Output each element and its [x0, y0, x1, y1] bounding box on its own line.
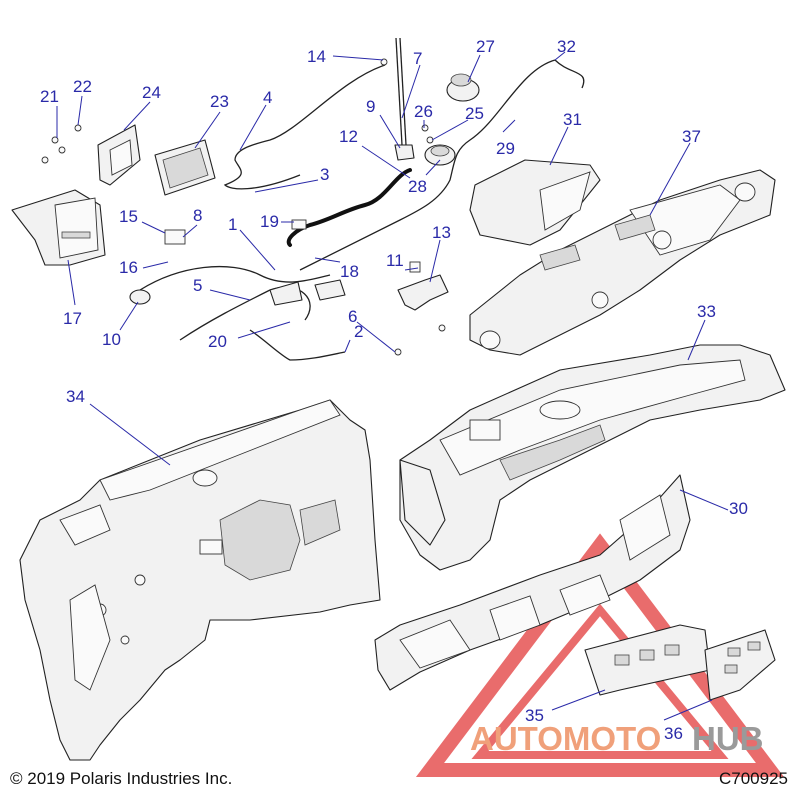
- callout-24: 24: [142, 83, 161, 102]
- callout-14: 14: [307, 47, 326, 66]
- callout-8: 8: [193, 206, 202, 225]
- copyright-text: © 2019 Polaris Industries Inc.: [10, 769, 233, 788]
- leader-lines: [56, 51, 729, 721]
- callout-36: 36: [664, 724, 683, 743]
- floor-console-part-33: [399, 344, 786, 571]
- callout-22: 22: [73, 77, 92, 96]
- callout-30: 30: [729, 499, 748, 518]
- callout-31: 31: [563, 110, 582, 129]
- callout-labels: 1 2 3 4 5 6 7 8 9 10 11 12 13 14 15 16 1…: [40, 37, 748, 743]
- gps-puck-part-28: [424, 144, 456, 166]
- callout-20: 20: [208, 332, 227, 351]
- callout-28: 28: [408, 177, 427, 196]
- diagram-id: C700925: [718, 769, 788, 788]
- callout-25: 25: [465, 104, 484, 123]
- callout-27: 27: [476, 37, 495, 56]
- callout-15: 15: [119, 207, 138, 226]
- callout-23: 23: [210, 92, 229, 111]
- watermark-suffix: HUB: [692, 720, 764, 757]
- callout-18: 18: [340, 262, 359, 281]
- callout-12: 12: [339, 127, 358, 146]
- bracket-part-24: [97, 124, 141, 186]
- callout-34: 34: [66, 387, 85, 406]
- callout-9: 9: [366, 97, 375, 116]
- callout-5: 5: [193, 276, 202, 295]
- callout-3: 3: [320, 165, 329, 184]
- switch-bezel-part-36: [704, 629, 776, 701]
- speaker-part-27: [446, 73, 480, 102]
- glove-box-part-31: [469, 159, 601, 246]
- display-part-23: [154, 139, 216, 196]
- callout-4: 4: [263, 88, 272, 107]
- watermark-text: AUTOMOTO HUB: [470, 720, 764, 757]
- callout-29: 29: [496, 139, 515, 158]
- callout-26: 26: [414, 102, 433, 121]
- callout-16: 16: [119, 258, 138, 277]
- callout-7: 7: [413, 49, 422, 68]
- callout-37: 37: [682, 127, 701, 146]
- callout-10: 10: [102, 330, 121, 349]
- callout-21: 21: [40, 87, 59, 106]
- callout-6: 6: [348, 307, 357, 326]
- callout-17: 17: [63, 309, 82, 328]
- callout-35: 35: [525, 706, 544, 725]
- display-housing-part-17: [11, 189, 106, 266]
- watermark-prefix: AUTOMOTO: [470, 720, 661, 757]
- switch-panel-part-35: [584, 624, 711, 696]
- callout-32: 32: [557, 37, 576, 56]
- wiring-harness: [129, 59, 585, 361]
- lower-dash-part-30: [374, 474, 691, 691]
- bracket-part-13: [397, 274, 449, 311]
- antenna-part-7: [394, 37, 415, 161]
- callout-2: 2: [354, 322, 363, 341]
- callout-33: 33: [697, 302, 716, 321]
- side-panel-part-34: [19, 399, 381, 761]
- callout-13: 13: [432, 223, 451, 242]
- callout-19: 19: [260, 212, 279, 231]
- callout-1: 1: [228, 215, 237, 234]
- watermark-triangle-inner: [471, 603, 729, 759]
- callout-11: 11: [386, 251, 404, 270]
